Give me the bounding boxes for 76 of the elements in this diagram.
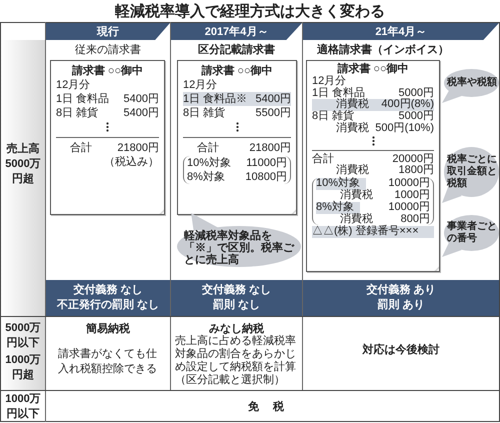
amount: 10000円: [388, 178, 430, 190]
invoice-text: （税込み）: [104, 155, 159, 169]
callout-text: 税率や税額: [447, 77, 497, 89]
cell-text: 請求書がなくても仕入れ税額控除できる: [58, 347, 158, 377]
invoice-paper: [306, 60, 440, 272]
item-label: 8日 雑貨: [312, 111, 354, 122]
row-header: 5000万円超: [4, 157, 42, 186]
item-label: 8%対象: [187, 170, 225, 184]
amount: 400円(8%): [381, 99, 434, 110]
amount: 10800円: [245, 170, 287, 184]
amount: 5400円: [124, 92, 159, 106]
amount: 5400円: [124, 106, 159, 120]
item-label: 8%対象: [316, 202, 360, 214]
row-header: 5000万円以下: [4, 321, 42, 350]
amount: 21800円: [117, 141, 159, 155]
status-text: 交付義務 なし: [73, 283, 143, 298]
amount: 5500円: [256, 106, 291, 120]
cell-heading: みなし納税: [208, 322, 265, 335]
item-label: 10%対象: [187, 156, 232, 170]
item-label: 消費税: [336, 165, 369, 176]
callout-text: 税率ごとに取引金額と税額: [447, 154, 497, 190]
cell-text: 売上高に占める軽減税率対象品の割合をあらかじめ設定して納税額を計算（区分記載と選択制）: [175, 334, 297, 388]
item-label: 1日 食料品: [56, 92, 110, 106]
speech-bubble: [441, 68, 500, 104]
amount: 20000円: [392, 154, 434, 165]
column-header: 2017年4月～: [171, 23, 302, 40]
item-label: 合計: [70, 141, 92, 155]
amount: 11000円: [246, 156, 287, 170]
status-text: 交付義務 あり: [366, 283, 436, 298]
invoice-heading: 請求書 ○○御中: [337, 64, 409, 75]
item-label: 1日 食料品: [312, 88, 366, 99]
amount: 1800円: [398, 165, 434, 178]
status-text: 罰則 なし: [212, 298, 260, 313]
amount: 500円(10%): [375, 122, 434, 135]
amount: 10000円: [388, 202, 430, 214]
amount: 5000円: [398, 88, 434, 99]
item-label: 8日 雑貨: [56, 106, 98, 120]
item-label: 消費税: [336, 99, 369, 110]
status-text: 交付義務 なし: [202, 283, 272, 298]
callout-text: 軽減税率対象品を「※」で区別。税率ごとに売上高: [184, 230, 294, 266]
amount: 1000円: [394, 190, 430, 202]
invoice-paper: [50, 60, 165, 215]
item-label: 8日 雑貨: [183, 106, 226, 120]
column-caption: 区分記載請求書: [197, 42, 276, 57]
row-header: 1000万円超: [4, 353, 42, 382]
item-label: 消費税: [340, 190, 373, 201]
invoice-paper: [177, 60, 297, 215]
item-label: 合計: [312, 154, 334, 166]
title: 軽減税率導入で経理方式は大きく変わる: [114, 2, 386, 21]
column-caption: 従来の請求書: [74, 42, 142, 57]
column-header: 現行: [46, 23, 170, 40]
callout-text: 事業者ごとの番号: [447, 221, 497, 245]
row-header: 売上高: [6, 142, 40, 156]
invoice-text: 12月分: [183, 78, 218, 92]
status-text: 罰則 あり: [377, 298, 425, 313]
cell-heading: 簡易納税: [85, 322, 131, 336]
amount: 5400円: [256, 92, 291, 106]
invoice-text: 12月分: [56, 78, 90, 92]
item-label: 10%対象: [316, 178, 366, 190]
invoice-heading: 請求書 ○○御中: [201, 64, 273, 78]
amount: 5000円: [398, 111, 434, 122]
column-header: 21年4月～: [303, 23, 499, 40]
amount: 800円: [400, 214, 430, 226]
column-caption: 適格請求書（インボイス）: [316, 42, 450, 57]
item-label: 消費税: [340, 214, 373, 225]
invoice-text: 12月分: [312, 76, 346, 87]
item-label: 1日 食料品※: [183, 92, 248, 106]
status-text: 不正発行の罰則 なし: [56, 298, 160, 313]
row-header: 1000万円以下: [4, 392, 42, 420]
item-label: 合計: [197, 141, 219, 155]
cell-text: 免税: [247, 400, 299, 414]
amount: 21800円: [249, 141, 291, 155]
invoice-heading: 請求書 ○○御中: [72, 64, 144, 78]
item-label: 消費税: [336, 122, 369, 135]
invoice-text: △△(株) 登録番号×××: [312, 226, 419, 238]
cell-text: 対応は今後検討: [361, 342, 440, 358]
